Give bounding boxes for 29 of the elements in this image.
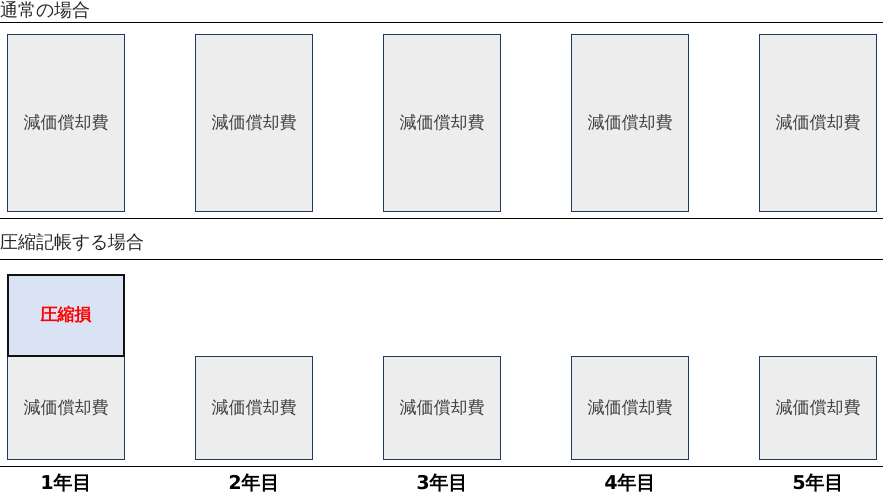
compression-loss-box: [7, 274, 125, 357]
depreciation-box: [571, 356, 689, 460]
depreciation-box: [759, 34, 877, 212]
section-heading: 圧縮記帳する場合: [0, 232, 144, 254]
depreciation-label: 減価償却費: [24, 112, 108, 134]
depreciation-label: 減価償却費: [400, 112, 484, 134]
depreciation-label: 減価償却費: [776, 112, 860, 134]
depreciation-box: [571, 34, 689, 212]
depreciation-box: [195, 34, 313, 212]
year-label: 1年目: [40, 472, 92, 495]
year-label: 2年目: [228, 472, 280, 495]
depreciation-label: 減価償却費: [212, 112, 296, 134]
depreciation-box: [383, 34, 501, 212]
depreciation-label: 減価償却費: [212, 398, 296, 418]
section-heading: 通常の場合: [0, 0, 90, 22]
year-label: 5年目: [792, 472, 844, 495]
year-label: 3年目: [416, 472, 468, 495]
depreciation-box: [383, 356, 501, 460]
depreciation-label: 減価償却費: [588, 398, 672, 418]
depreciation-box: [7, 34, 125, 212]
depreciation-label: 減価償却費: [24, 398, 108, 418]
depreciation-label: 減価償却費: [588, 112, 672, 134]
depreciation-label: 減価償却費: [776, 398, 860, 418]
depreciation-box: [759, 356, 877, 460]
depreciation-box: [7, 356, 125, 460]
depreciation-label: 減価償却費: [400, 398, 484, 418]
depreciation-box: [195, 356, 313, 460]
compression-loss-label: 圧縮損: [40, 305, 92, 326]
year-label: 4年目: [604, 472, 656, 495]
